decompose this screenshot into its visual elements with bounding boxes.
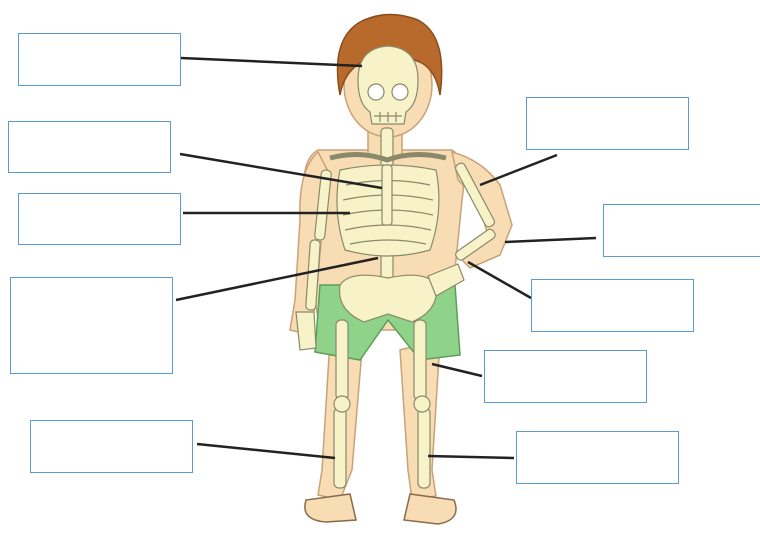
label-box-skull[interactable] [18,33,181,86]
label-box-humerus[interactable] [526,97,689,150]
leader-line-10 [428,456,514,458]
left-foot [305,494,356,522]
label-box-lower-leg[interactable] [516,431,679,484]
label-box-tibia[interactable] [30,420,193,473]
label-box-forearm[interactable] [603,204,760,257]
leader-line-8 [468,262,531,298]
label-box-hand[interactable] [531,279,694,332]
right-femur [414,320,426,400]
eye-socket-right [392,84,408,100]
right-kneecap [414,396,430,412]
left-tibia [334,408,346,488]
left-femur [336,320,348,400]
left-hand [296,312,316,350]
sternum [382,165,392,225]
leader-line-7 [505,238,596,242]
label-box-spine[interactable] [10,277,173,374]
eye-socket-left [368,84,384,100]
left-kneecap [334,396,350,412]
label-box-ribs[interactable] [18,193,181,245]
leader-line-5 [197,444,335,458]
right-tibia [418,408,430,488]
leader-line-9 [432,364,482,376]
label-box-femur[interactable] [484,350,647,403]
right-foot [404,494,456,524]
label-box-sternum[interactable] [8,121,171,173]
leader-line-6 [480,155,557,185]
leader-line-1 [181,58,362,66]
